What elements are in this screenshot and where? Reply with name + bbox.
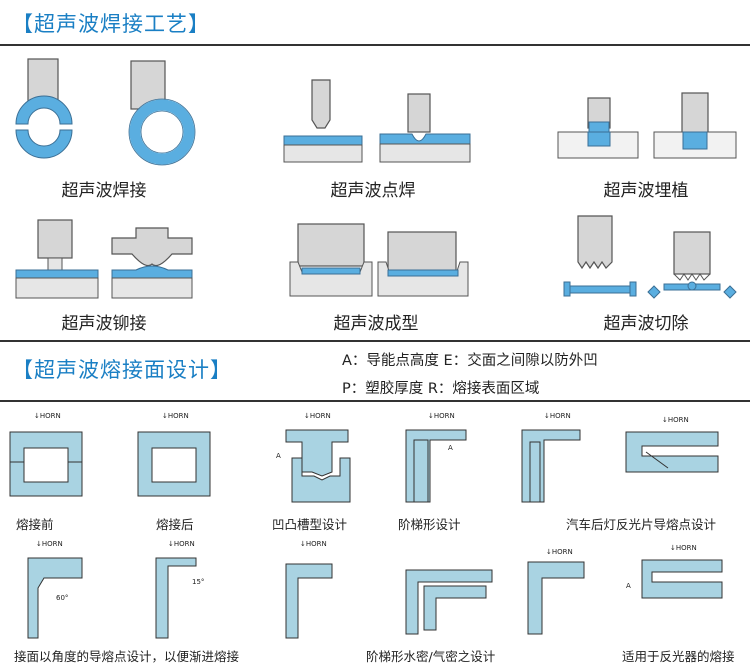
inserting-illustration bbox=[557, 92, 737, 159]
svg-text:↓HORN: ↓HORN bbox=[36, 540, 63, 548]
svg-text:15°: 15° bbox=[192, 578, 204, 586]
design-waterproof bbox=[405, 569, 493, 635]
svg-text:↓HORN: ↓HORN bbox=[544, 412, 571, 420]
design-reflector-point: ↓HORN bbox=[625, 416, 719, 473]
svg-text:↓HORN: ↓HORN bbox=[168, 540, 195, 548]
section1-divider bbox=[0, 44, 750, 46]
legend-line-1: A：导能点高度 E：交面之间隙以防外凹 bbox=[342, 353, 598, 369]
label-staking: 超声波铆接 bbox=[61, 314, 147, 334]
svg-text:A: A bbox=[448, 444, 453, 452]
design-angle-3: ↓HORN bbox=[285, 540, 333, 639]
section2-title: 【超声波熔接面设计】 bbox=[12, 358, 232, 382]
caption-after: 熔接后 bbox=[156, 517, 194, 532]
label-inserting: 超声波埋植 bbox=[603, 181, 689, 201]
welding-illustration bbox=[15, 58, 196, 166]
caption-tongue-groove: 凹凸槽型设计 bbox=[272, 517, 348, 532]
label-welding: 超声波焊接 bbox=[61, 181, 147, 201]
svg-text:A: A bbox=[276, 452, 281, 460]
cutting-illustration bbox=[563, 215, 737, 299]
label-cutting: 超声波切除 bbox=[603, 314, 689, 334]
design-before-weld: ↓HORN bbox=[9, 412, 83, 497]
svg-text:↓HORN: ↓HORN bbox=[34, 412, 61, 420]
svg-text:↓HORN: ↓HORN bbox=[670, 544, 697, 552]
caption-angle: 接面以角度的导熔点设计，以便渐进熔接 bbox=[14, 649, 240, 664]
svg-text:60°: 60° bbox=[56, 594, 68, 602]
design-after-weld: ↓HORN bbox=[137, 412, 211, 497]
svg-text:↓HORN: ↓HORN bbox=[304, 412, 331, 420]
design-angle-15: ↓HORN 15° bbox=[155, 540, 204, 639]
svg-text:A: A bbox=[626, 582, 631, 590]
forming-illustration bbox=[289, 223, 469, 297]
svg-text:↓HORN: ↓HORN bbox=[162, 412, 189, 420]
svg-text:↓HORN: ↓HORN bbox=[662, 416, 689, 424]
caption-reflector-point: 汽车后灯反光片导熔点设计 bbox=[566, 517, 717, 532]
section2-divider bbox=[0, 400, 750, 402]
design-angle-60: ↓HORN 60° bbox=[27, 540, 83, 639]
design-step: ↓HORN A bbox=[405, 412, 467, 503]
staking-illustration bbox=[15, 219, 193, 299]
design-step-2: ↓HORN bbox=[521, 412, 581, 503]
section1-title: 【超声波焊接工艺】 bbox=[12, 12, 210, 36]
label-spot-welding: 超声波点焊 bbox=[330, 181, 416, 201]
design-tongue-groove: ↓HORN A bbox=[276, 412, 351, 503]
design-step-3: ↓HORN bbox=[527, 548, 585, 635]
section2-top-divider bbox=[0, 340, 750, 342]
label-forming: 超声波成型 bbox=[333, 314, 419, 334]
spot-welding-illustration bbox=[283, 79, 471, 163]
caption-before: 熔接前 bbox=[16, 517, 54, 532]
svg-text:↓HORN: ↓HORN bbox=[428, 412, 455, 420]
caption-waterproof: 阶梯形水密/气密之设计 bbox=[366, 649, 496, 664]
design-reflector: ↓HORN A bbox=[626, 544, 723, 599]
svg-text:↓HORN: ↓HORN bbox=[300, 540, 327, 548]
caption-step: 阶梯形设计 bbox=[398, 517, 461, 532]
legend-line-2: P：塑胶厚度 R：熔接表面区域 bbox=[342, 381, 540, 397]
svg-text:↓HORN: ↓HORN bbox=[546, 548, 573, 556]
caption-reflector: 适用于反光器的熔接 bbox=[622, 649, 735, 664]
